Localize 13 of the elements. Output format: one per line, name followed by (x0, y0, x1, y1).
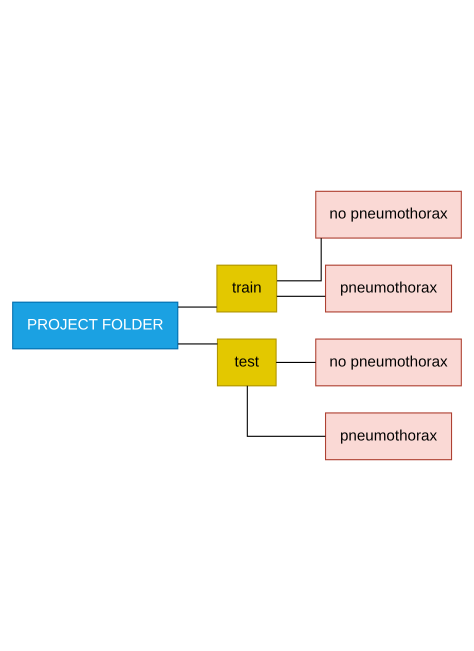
node-box: pneumothorax (324, 412, 452, 460)
connector (276, 296, 326, 297)
node-box: no pneumothorax (315, 338, 462, 386)
connector (277, 238, 322, 282)
connector (276, 362, 316, 363)
node-box: train (216, 264, 278, 312)
node-box: PROJECT FOLDER (12, 302, 178, 350)
connector (178, 343, 218, 344)
node-box: no pneumothorax (315, 190, 462, 239)
node-box: test (216, 338, 277, 386)
connector (178, 306, 217, 308)
node-box: pneumothorax (324, 264, 452, 312)
connector (246, 386, 326, 437)
